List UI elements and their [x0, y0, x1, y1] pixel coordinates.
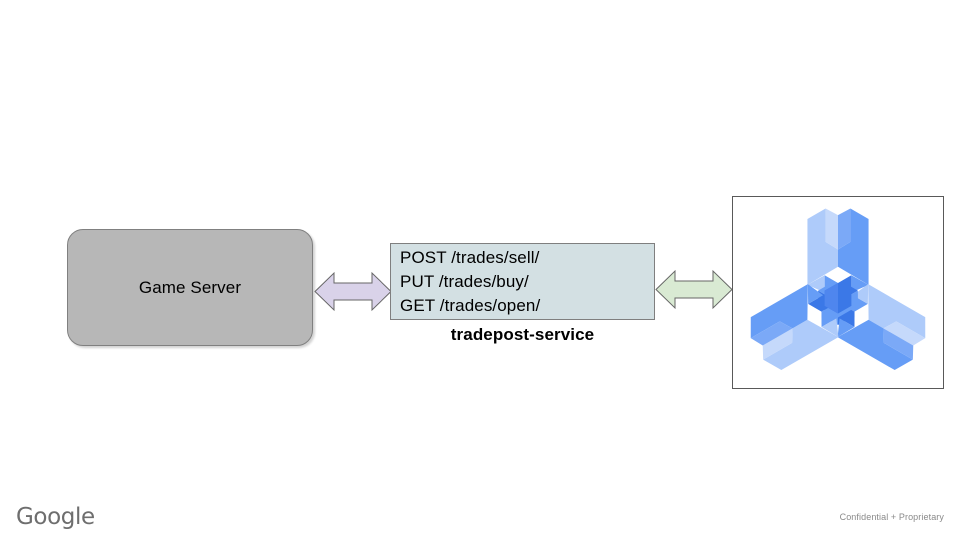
- endpoint-line-post: POST /trades/sell/: [400, 247, 540, 267]
- cloud-tools-triple-wrench-icon: [750, 208, 926, 371]
- service-to-icon-arrow[interactable]: [655, 263, 733, 316]
- tradepost-service-node[interactable]: POST /trades/sell/ PUT /trades/buy/ GET …: [390, 243, 655, 320]
- endpoint-line-get: GET /trades/open/: [400, 295, 541, 315]
- game-server-to-service-arrow[interactable]: [314, 265, 392, 318]
- confidential-notice: Confidential + Proprietary: [839, 512, 944, 522]
- double-headed-arrow-icon: [655, 269, 733, 310]
- icon-panel[interactable]: [732, 196, 944, 389]
- game-server-node[interactable]: Game Server: [67, 229, 313, 346]
- tradepost-service-caption: tradepost-service: [450, 325, 595, 344]
- endpoint-line-put: PUT /trades/buy/: [400, 271, 529, 291]
- google-logo: Google: [16, 504, 95, 530]
- game-server-label: Game Server: [138, 277, 242, 297]
- double-headed-arrow-icon: [314, 271, 392, 312]
